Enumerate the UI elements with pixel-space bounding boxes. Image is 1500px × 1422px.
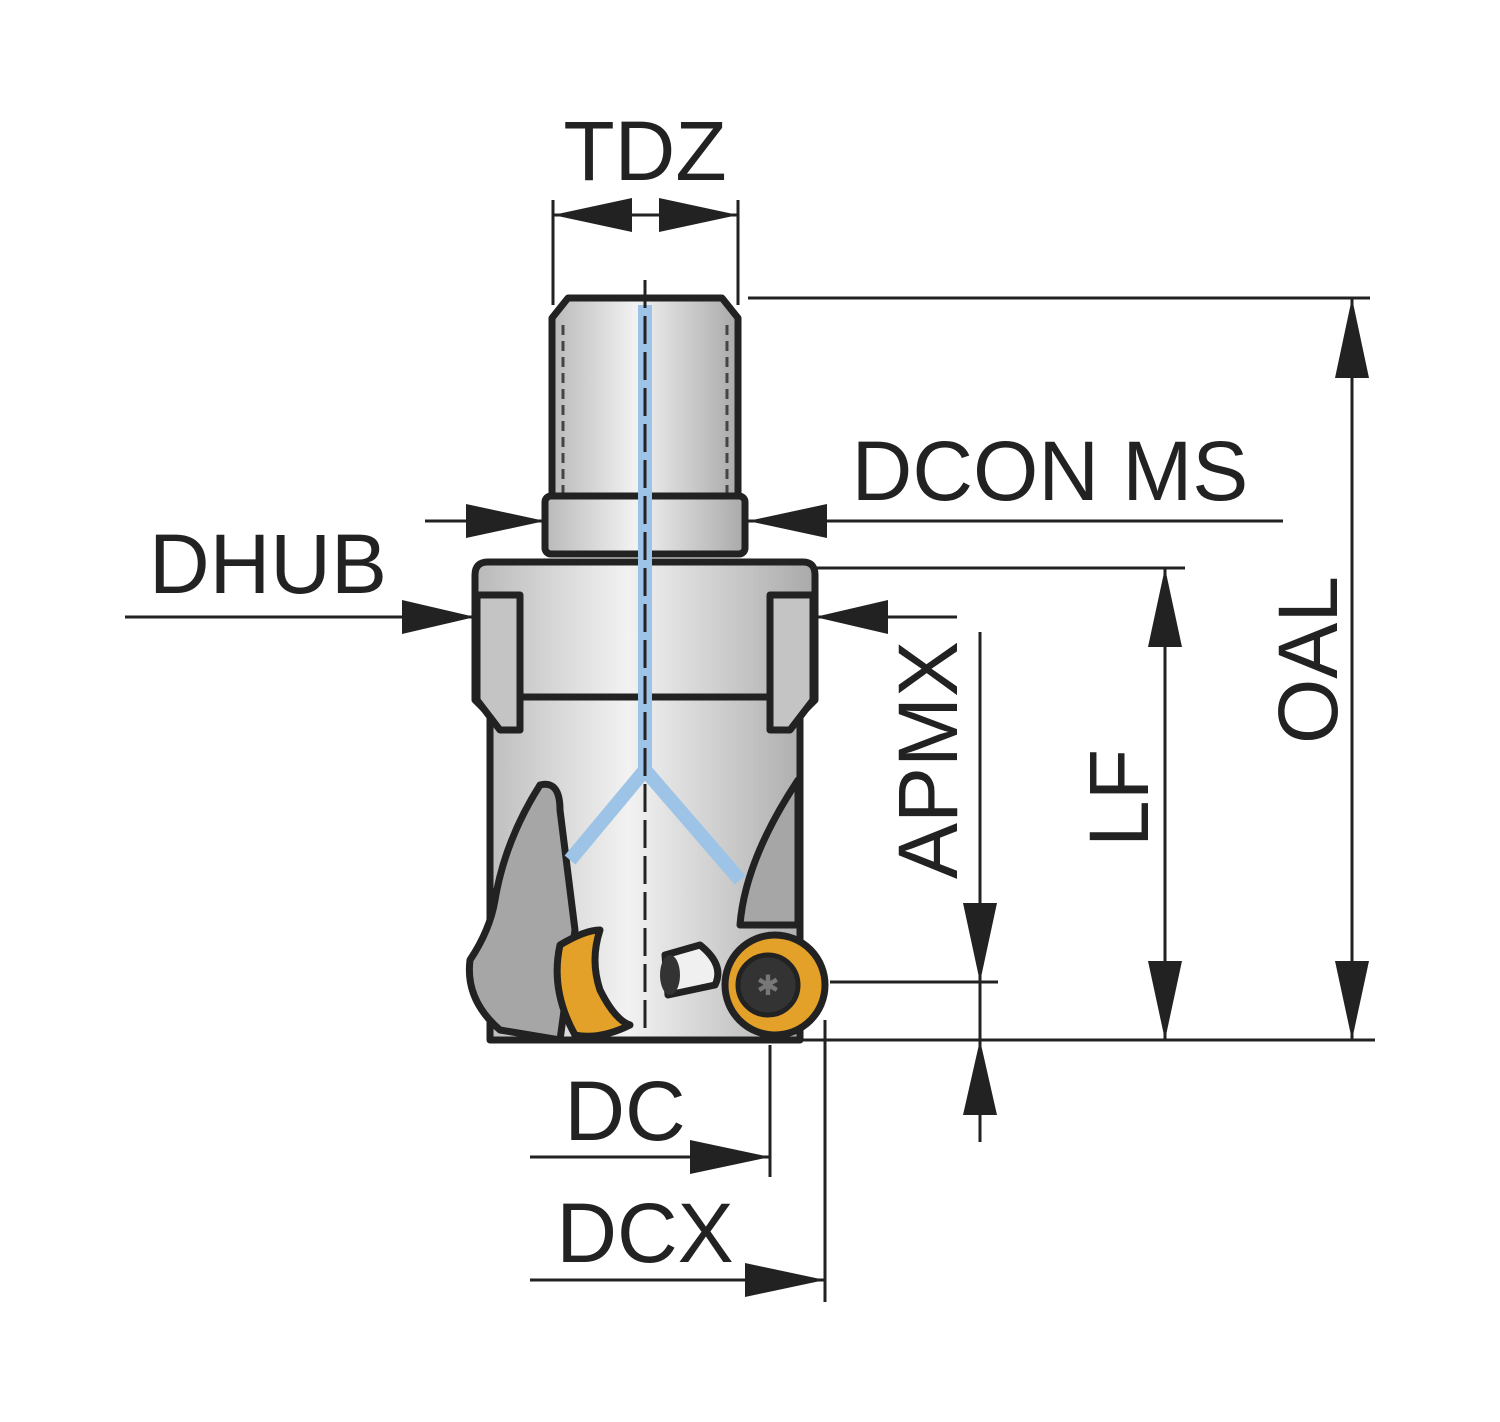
arrow-icon (745, 1263, 825, 1297)
notch-left (473, 591, 524, 734)
dimension-oal: OAL (748, 296, 1375, 1042)
arrow-icon (1148, 568, 1182, 647)
notch-right (766, 591, 817, 734)
coolant-hole (660, 955, 680, 995)
label-oal: OAL (1261, 576, 1355, 744)
arrow-icon (963, 903, 997, 982)
label-tdz: TDZ (563, 104, 726, 198)
arrow-icon (815, 600, 888, 634)
insert-screw (735, 952, 801, 1018)
label-lf: LF (1072, 749, 1166, 847)
flute-right (736, 776, 802, 929)
label-dcx: DCX (556, 1186, 733, 1280)
arrow-icon (690, 1140, 770, 1174)
label-apmx: APMX (881, 641, 975, 879)
dimension-lf: LF (815, 566, 1185, 1040)
arrow-icon (402, 600, 475, 634)
dimension-dcx: DCX (530, 1020, 827, 1302)
arrow-icon (659, 198, 738, 232)
label-dhub: DHUB (149, 517, 387, 611)
arrow-icon (1335, 298, 1369, 378)
label-dc: DC (564, 1064, 685, 1158)
dimension-apmx: APMX (830, 632, 998, 1142)
arrow-icon (1148, 961, 1182, 1040)
torx-icon: ✱ (756, 969, 779, 1002)
dimension-dhub: DHUB (125, 517, 957, 634)
arrow-icon (466, 504, 545, 538)
arrow-icon (963, 1040, 997, 1115)
dimension-dc: DC (530, 1045, 772, 1177)
arrow-icon (1335, 961, 1369, 1040)
dimension-tdz: TDZ (551, 104, 740, 305)
flute-left (465, 780, 579, 1044)
label-dcon-ms: DCON MS (852, 424, 1249, 518)
arrow-icon (748, 504, 827, 538)
insert-left (553, 926, 634, 1040)
arrow-icon (553, 198, 632, 232)
dimension-dcon-ms: DCON MS (425, 424, 1283, 538)
